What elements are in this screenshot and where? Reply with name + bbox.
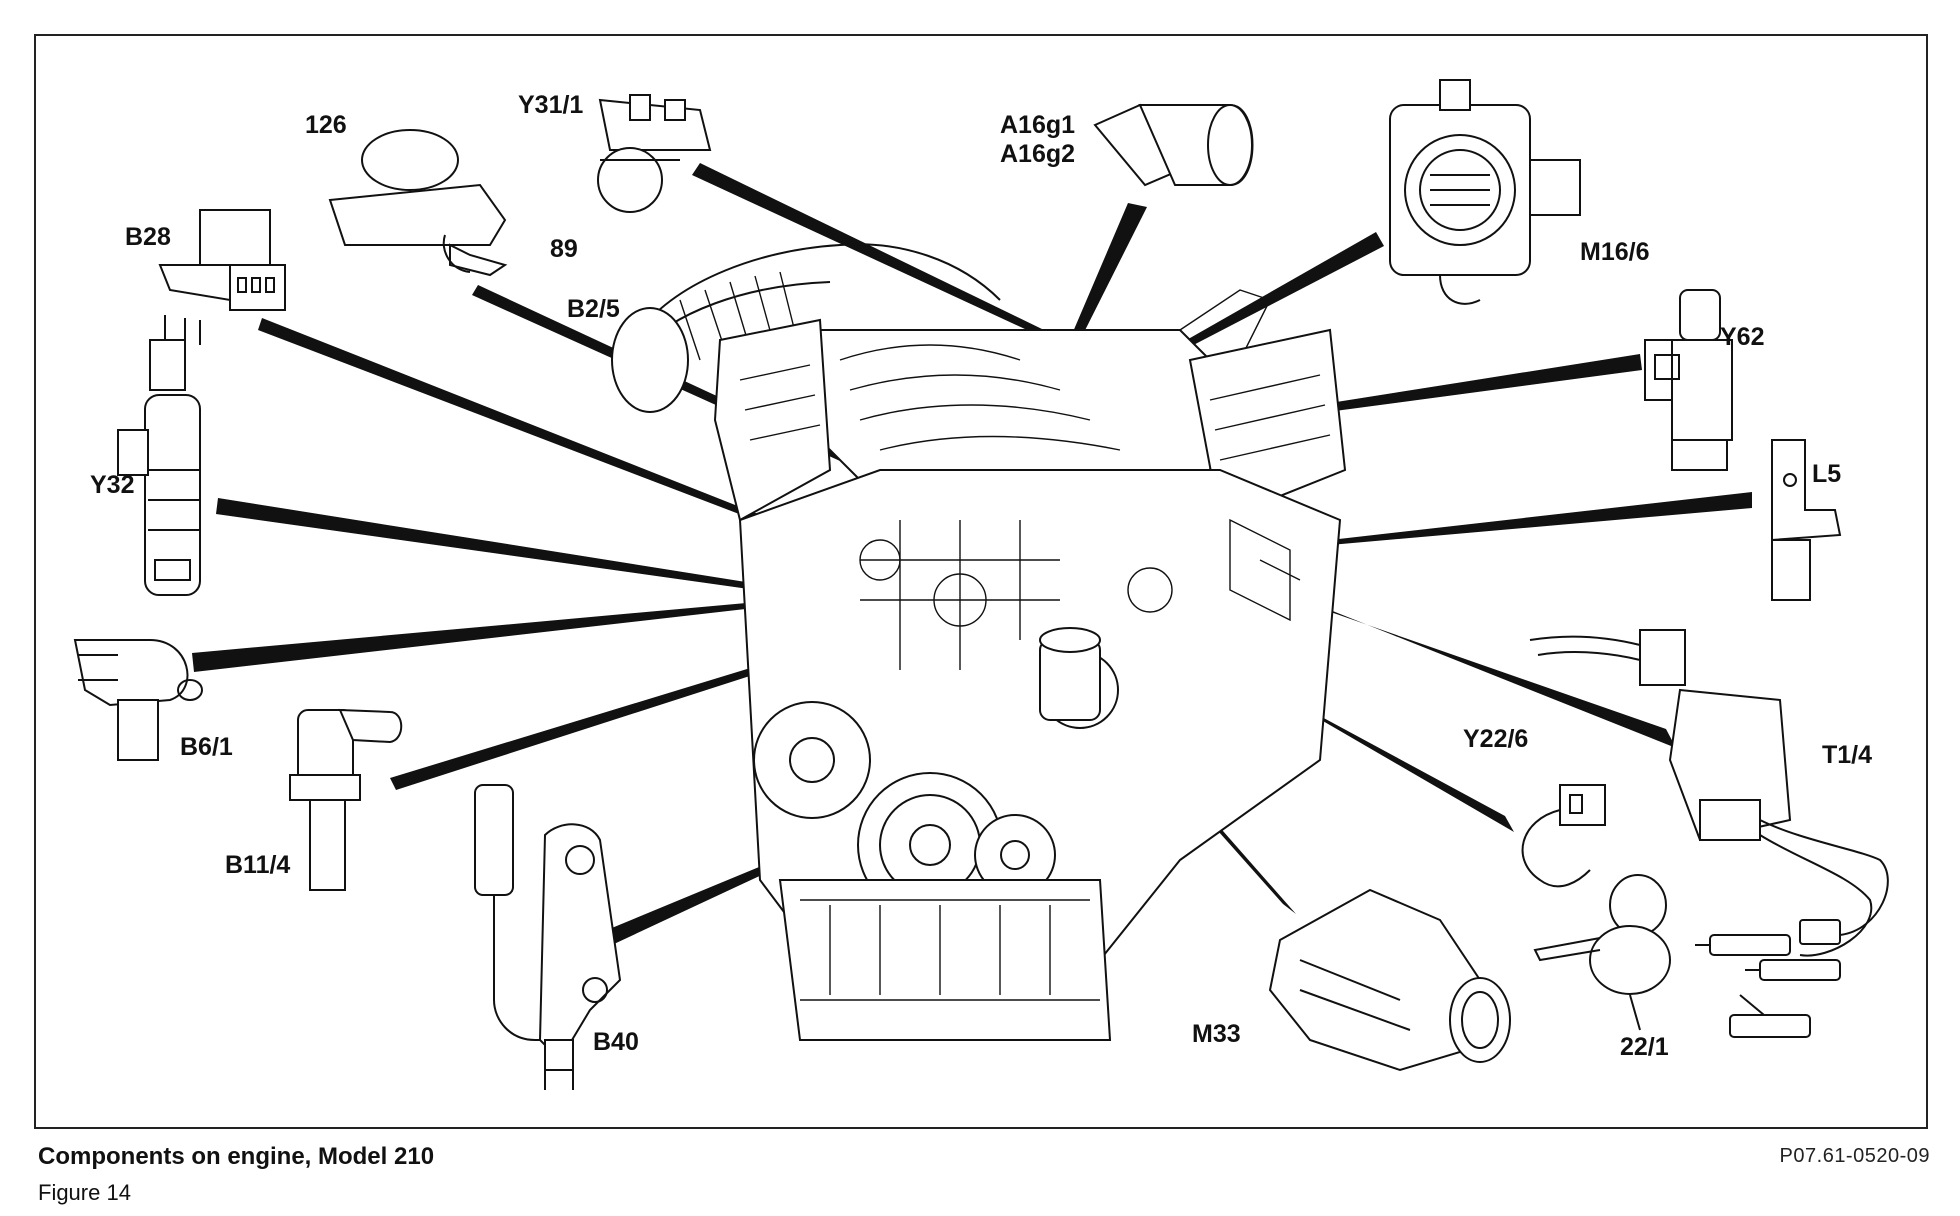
label-y31-1: Y31/1: [518, 91, 584, 119]
component-m16-6: [1389, 79, 1581, 305]
figure-frame: [34, 34, 1928, 1129]
label-m33: M33: [1192, 1020, 1241, 1048]
label-t1-4: T1/4: [1822, 741, 1873, 769]
component-a16g1: [1093, 103, 1254, 187]
ray-m16-6: [1176, 232, 1384, 352]
label-y22-6: Y22/6: [1463, 725, 1529, 753]
label-y32: Y32: [90, 471, 135, 499]
label-b6-1: B6/1: [180, 733, 233, 761]
ray-y31-1: [692, 163, 1044, 336]
component-b11-4: [289, 708, 403, 891]
component-m33: [1268, 888, 1511, 1072]
ray-y32: [216, 498, 771, 592]
label-a16g1: A16g1: [1000, 111, 1076, 139]
label-b2-5: B2/5: [567, 295, 620, 323]
component-y62: [1644, 289, 1733, 471]
label-m16-6: M16/6: [1580, 238, 1650, 266]
label-y62: Y62: [1720, 323, 1765, 351]
ray-b6-1: [192, 600, 780, 672]
figure-caption: Components on engine, Model 210: [38, 1143, 435, 1170]
component-b6-1: [73, 639, 203, 761]
reference-code: P07.61-0520-09: [1779, 1145, 1930, 1167]
engine-block: [611, 243, 1347, 1041]
label-b11-4: B11/4: [225, 851, 291, 879]
component-l5: [1771, 439, 1842, 601]
figure-number: Figure 14: [38, 1180, 131, 1205]
label-89: 89: [550, 235, 578, 263]
component-y31-1: [597, 94, 712, 213]
label-l5: L5: [1812, 460, 1842, 488]
label-a16g1-a16g2: A16g1 A16g2: [1000, 113, 1075, 167]
component-y32: [117, 315, 201, 596]
ray-l5: [1330, 492, 1752, 545]
component-y22-6: [1521, 784, 1671, 1031]
ray-b28: [258, 318, 763, 522]
component-b28: [158, 209, 286, 311]
label-b28: B28: [125, 223, 171, 251]
component-b40: [474, 784, 622, 1090]
label-a16g2: A16g2: [1000, 140, 1076, 168]
label-22-1: 22/1: [1620, 1033, 1669, 1061]
component-126: [328, 129, 508, 277]
label-126: 126: [305, 111, 347, 139]
component-t1-4: [1529, 629, 1889, 1038]
label-b40: B40: [593, 1028, 639, 1056]
